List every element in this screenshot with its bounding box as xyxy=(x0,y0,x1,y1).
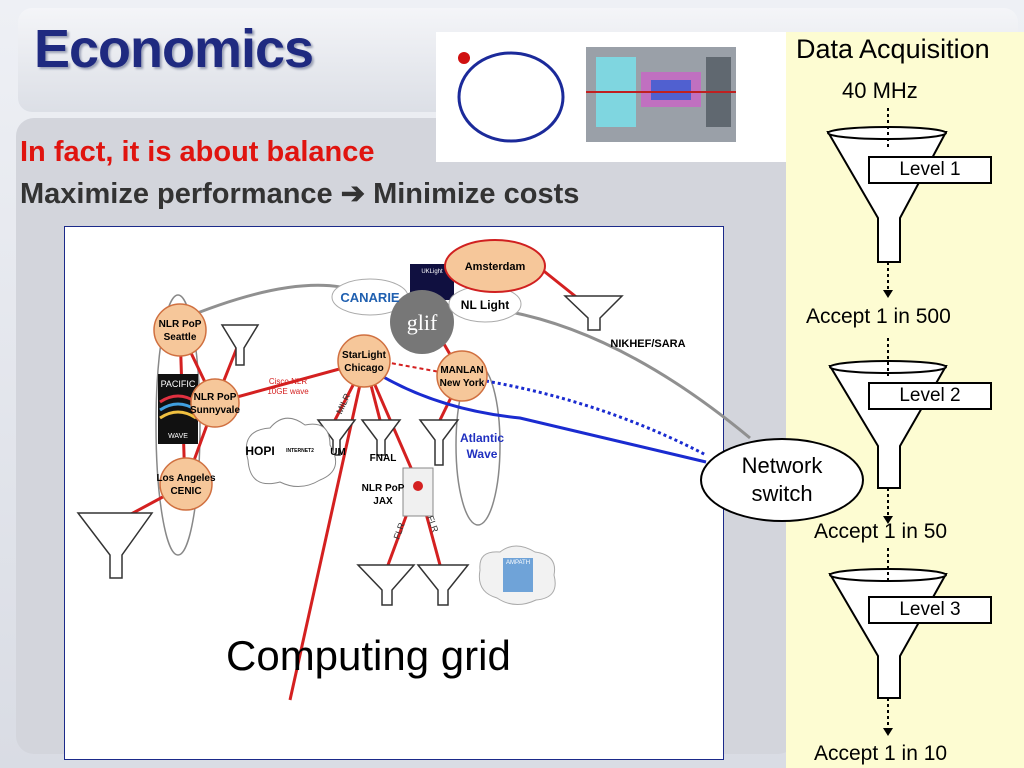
nlr-jax-box xyxy=(402,467,434,517)
ampath-logo xyxy=(503,558,533,592)
text-starlight-1: StarLight xyxy=(342,350,387,361)
text-atlantic-2: Wave xyxy=(467,447,498,461)
detector-icon xyxy=(586,47,736,142)
level-1-box: Level 1 xyxy=(868,156,992,184)
text-cisco-1: Cisco NLR xyxy=(269,377,307,386)
link-starlight-manlan-dashed xyxy=(384,361,441,373)
pacific-wave-ellipse xyxy=(155,294,201,556)
text-fnal: FNAL xyxy=(370,453,397,464)
text-glif: glif xyxy=(407,310,438,335)
text-atlantic-1: Atlantic xyxy=(460,431,504,445)
ring-marker-icon xyxy=(458,52,470,64)
funnel-rim-icon xyxy=(829,360,947,374)
node-nlr-seattle xyxy=(153,303,207,357)
funnel-level1-icon xyxy=(826,131,948,263)
link-manlan-switch-dashed xyxy=(479,378,707,457)
arrow-down-icon xyxy=(883,290,893,298)
accept-level-1: Accept 1 in 500 xyxy=(806,305,951,328)
nlr-jax-dot-icon xyxy=(413,481,423,491)
text-seattle-2: Seattle xyxy=(164,332,197,343)
text-hopi: HOPI xyxy=(245,444,274,458)
network-switch-line2: switch xyxy=(751,481,813,506)
text-manlan-1: MANLAN xyxy=(440,365,483,376)
text-la-1: Los Angeles xyxy=(156,473,216,484)
funnel-nikhef-icon xyxy=(563,295,624,331)
text-cisco-2: 10GE wave xyxy=(267,387,309,396)
node-starlight xyxy=(337,334,391,388)
funnel-icon xyxy=(356,564,416,606)
daq-title: Data Acquisition xyxy=(796,34,990,64)
funnel-icon xyxy=(418,419,460,466)
detector-photo-strip xyxy=(436,32,796,162)
subtitle-performance-costs: Maximize performance ➔ Minimize costs xyxy=(20,178,580,210)
accelerator-detector-illustration xyxy=(457,47,736,143)
text-nikhef: NIKHEF/SARA xyxy=(610,338,685,350)
accept-level-2: Accept 1 in 50 xyxy=(814,520,948,543)
link-nllight-switch xyxy=(499,308,751,440)
funnel-icon xyxy=(76,512,154,579)
node-los-angeles xyxy=(159,457,213,511)
accelerator-ring-icon xyxy=(457,51,565,143)
glif-logo xyxy=(390,290,454,354)
text-sunnyvale-2: Sunnyvale xyxy=(190,405,240,416)
funnel-icon xyxy=(220,324,260,366)
text-canarie: CANARIE xyxy=(340,290,400,305)
link-starlight-switch xyxy=(379,373,707,464)
daq-rate: 40 MHz xyxy=(842,78,918,103)
text-starlight-2: Chicago xyxy=(344,363,383,374)
text-um: UM xyxy=(330,447,346,458)
accept-level-3: Accept 1 in 10 xyxy=(814,742,948,765)
text-nlr-jax-1: NLR PoP xyxy=(362,483,405,494)
computing-grid-label: Computing grid xyxy=(226,632,511,679)
text-amsterdam: Amsterdam xyxy=(465,261,526,273)
node-nlr-sunnyvale xyxy=(190,378,240,428)
funnel-icon xyxy=(316,419,357,456)
amsterdam-node xyxy=(444,239,546,293)
text-sunnyvale-1: NLR PoP xyxy=(194,392,237,403)
funnel-icon xyxy=(416,564,470,606)
node-manlan xyxy=(436,350,488,402)
text-seattle-1: NLR PoP xyxy=(159,319,202,330)
text-nlr-jax-2: JAX xyxy=(373,496,393,507)
hopi-cloud xyxy=(245,417,337,487)
network-switch-line1: Network xyxy=(741,453,823,478)
text-nl-light: NL Light xyxy=(461,298,509,312)
text-wave: WAVE xyxy=(168,433,188,440)
funnel-level3-icon xyxy=(828,573,948,699)
funnel-icon xyxy=(360,419,402,456)
slide-title: Economics xyxy=(34,19,314,79)
arrow-down-icon xyxy=(883,516,893,524)
text-la-2: CENIC xyxy=(170,486,201,497)
grid-funnels xyxy=(76,295,624,606)
network-switch: Network switch xyxy=(700,438,864,522)
text-ampath: AMPATH xyxy=(506,560,530,566)
text-internet2: INTERNET2 xyxy=(286,448,314,454)
text-manlan-2: New York xyxy=(440,378,485,389)
level-2-box: Level 2 xyxy=(868,382,992,410)
subtitle-balance: In fact, it is about balance xyxy=(20,136,375,168)
arrow-down-icon xyxy=(883,728,893,736)
level-3-box: Level 3 xyxy=(868,596,992,624)
text-uklight: UKLight xyxy=(421,269,443,275)
text-pacific: PACIFIC xyxy=(161,379,196,389)
